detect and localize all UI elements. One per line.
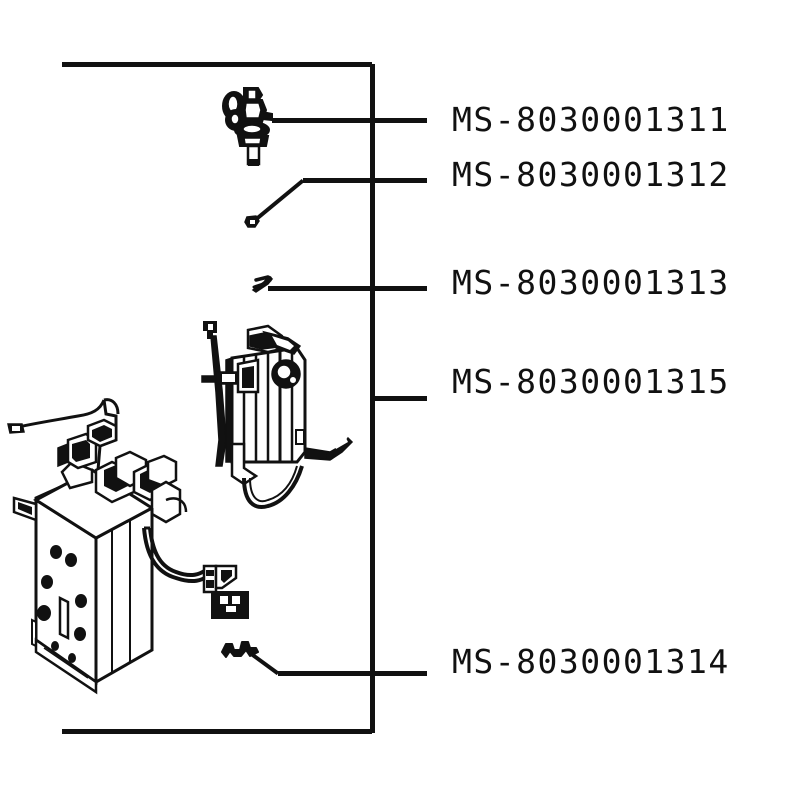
component-retainer-clip bbox=[221, 641, 259, 658]
part-number-1315: MS-8030001315 bbox=[452, 362, 730, 401]
part-number-1312: MS-8030001312 bbox=[452, 155, 730, 194]
part-number-1314: MS-8030001314 bbox=[452, 642, 730, 681]
leader-line-1312-diagonal bbox=[252, 178, 305, 223]
part-number-1313: MS-8030001313 bbox=[452, 263, 730, 302]
component-actuator-motor-assembly bbox=[201, 321, 354, 509]
leader-line-1314-diagonal bbox=[248, 651, 280, 676]
part-number-1311: MS-8030001311 bbox=[452, 100, 730, 139]
component-pin-bolt bbox=[244, 215, 260, 228]
leader-lines bbox=[248, 118, 427, 676]
component-valve-sensor-assembly bbox=[222, 87, 273, 166]
component-housing-box-assembly bbox=[7, 398, 249, 695]
component-cotter-clip bbox=[251, 275, 274, 293]
